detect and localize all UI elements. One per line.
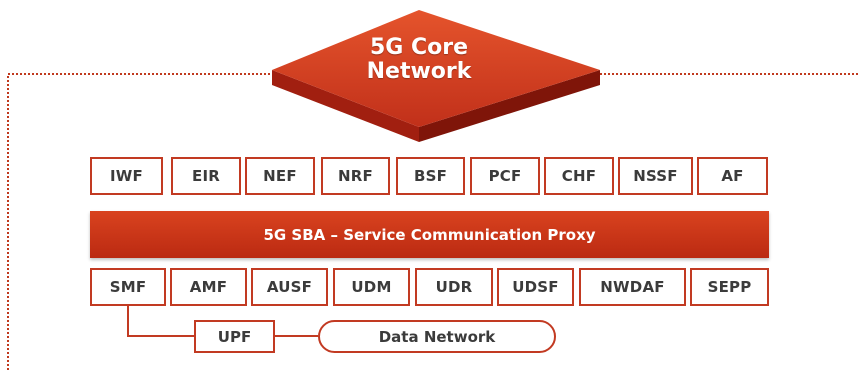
nf-box-udsf: UDSF <box>497 268 574 306</box>
nf-box-nssf: NSSF <box>618 157 693 195</box>
network-boundary <box>7 73 858 370</box>
nf-box-nef: NEF <box>245 157 315 195</box>
core-network-title: 5G Core Network <box>300 36 538 84</box>
nf-box-pcf: PCF <box>470 157 540 195</box>
upf-box: UPF <box>194 320 275 353</box>
nf-box-sepp: SEPP <box>690 268 769 306</box>
core-diamond-top <box>272 10 600 127</box>
service-communication-proxy-bar: 5G SBA – Service Communication Proxy <box>90 211 769 258</box>
nf-box-smf: SMF <box>90 268 166 306</box>
nf-box-bsf: BSF <box>396 157 465 195</box>
nf-box-ausf: AUSF <box>251 268 328 306</box>
nf-box-nwdaf: NWDAF <box>579 268 686 306</box>
nf-box-udr: UDR <box>415 268 493 306</box>
core-diamond-right-side <box>419 70 600 142</box>
core-title-line2: Network <box>366 59 472 84</box>
nf-box-udm: UDM <box>333 268 410 306</box>
nf-box-nrf: NRF <box>321 157 390 195</box>
nf-box-af: AF <box>697 157 768 195</box>
nf-box-eir: EIR <box>171 157 241 195</box>
data-network-box: Data Network <box>318 320 556 353</box>
nf-box-amf: AMF <box>170 268 247 306</box>
smf-upf-connector <box>127 306 194 337</box>
core-title-line1: 5G Core <box>369 35 469 60</box>
nf-box-iwf: IWF <box>90 157 163 195</box>
core-diamond-left-side <box>272 70 419 142</box>
nf-box-chf: CHF <box>544 157 614 195</box>
